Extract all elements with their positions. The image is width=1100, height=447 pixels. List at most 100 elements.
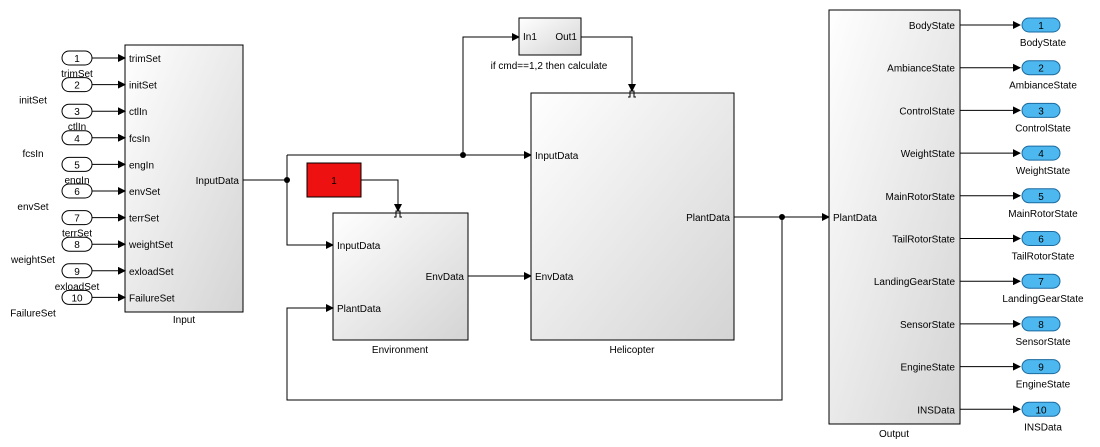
outport-number: 10: [1035, 405, 1047, 416]
output-port-label: SensorState: [900, 320, 955, 331]
input-port-label: weightSet: [128, 240, 173, 251]
input-port-label: trimSet: [129, 54, 161, 65]
outport-number: 6: [1038, 235, 1044, 246]
inport-exloadSet[interactable]: 9 exloadSet: [55, 263, 126, 293]
inport-name: fcsIn: [22, 149, 43, 160]
inport-engIn[interactable]: 5 engIn: [61, 156, 126, 186]
helicopter-input-envdata: EnvData: [535, 272, 574, 283]
inport-number: 4: [74, 134, 80, 145]
constant-block[interactable]: 1: [306, 162, 362, 198]
inport-name: initSet: [19, 96, 47, 107]
helicopter-label: Helicopter: [609, 345, 655, 356]
input-port-label: terrSet: [129, 214, 159, 225]
outport-name: MainRotorState: [1008, 209, 1078, 220]
inport-number: 3: [74, 107, 80, 118]
inport-number: 2: [74, 81, 80, 92]
inport-number: 1: [74, 54, 80, 65]
inport-name: exloadSet: [55, 282, 100, 293]
outport-name: ControlState: [1015, 123, 1071, 134]
input-subsystem[interactable]: Input InputData: [124, 44, 244, 326]
outport-name: TailRotorState: [1012, 252, 1075, 263]
inport-fcsIn[interactable]: 4 fcsIn: [22, 130, 126, 160]
output-port-label: ControlState: [899, 106, 955, 117]
input-port-label: exloadSet: [129, 267, 174, 278]
input-port-label: fcsIn: [129, 134, 150, 145]
if-block-out-label: Out1: [555, 32, 577, 43]
environment-label: Environment: [372, 345, 428, 356]
inport-number: 7: [74, 214, 80, 225]
environment-subsystem[interactable]: InputData PlantData EnvData Environment: [332, 210, 469, 356]
inport-number: 9: [74, 267, 80, 278]
inport-weightSet[interactable]: 8 weightSet: [10, 236, 126, 266]
inport-number: 8: [74, 240, 80, 251]
inport-name: ctlIn: [68, 122, 86, 133]
output-subsystem[interactable]: PlantData Output: [828, 9, 961, 440]
inport-trimSet[interactable]: 1 trimSet: [61, 50, 126, 80]
outport-number: 1: [1038, 21, 1044, 32]
inport-initSet[interactable]: 2 initSet: [19, 77, 126, 107]
output-port-label: MainRotorState: [886, 192, 956, 203]
inport-terrSet[interactable]: 7 terrSet: [61, 210, 126, 240]
inport-number: 5: [74, 160, 80, 171]
environment-input-inputdata: InputData: [337, 241, 381, 252]
input-port-label: initSet: [129, 81, 157, 92]
inport-envSet[interactable]: 6 envSet: [17, 183, 126, 213]
inport-number: 6: [74, 187, 80, 198]
outport-number: 4: [1038, 149, 1044, 160]
output-port-label: AmbianceState: [887, 64, 955, 75]
inport-name: weightSet: [10, 255, 55, 266]
outport-name: WeightState: [1016, 166, 1071, 177]
inport-ctlIn[interactable]: 3 ctlIn: [61, 103, 126, 133]
inport-name: engIn: [64, 175, 89, 186]
output-port-label: WeightState: [901, 149, 956, 160]
outport-name: AmbianceState: [1009, 81, 1077, 92]
outport-name: SensorState: [1015, 337, 1070, 348]
helicopter-input-inputdata: InputData: [535, 151, 579, 162]
inport-number: 10: [71, 293, 83, 304]
input-subsystem-label: Input: [173, 315, 195, 326]
input-port-label: ctlIn: [129, 107, 147, 118]
output-port-label: INSData: [917, 405, 955, 416]
inport-name: terrSet: [62, 229, 92, 240]
trigger-icon: [394, 210, 402, 218]
output-port-label: LandingGearState: [874, 277, 956, 288]
environment-output-envdata: EnvData: [426, 272, 465, 283]
if-block[interactable]: In1 Out1 if cmd==1,2 then calculate: [491, 17, 608, 72]
if-block-caption: if cmd==1,2 then calculate: [491, 61, 608, 72]
if-block-in-label: In1: [523, 32, 537, 43]
outport-name: LandingGearState: [1002, 294, 1084, 305]
output-input-plantdata: PlantData: [833, 213, 877, 224]
outport-number: 3: [1038, 106, 1044, 117]
inport-name: trimSet: [61, 69, 93, 80]
output-port-label: TailRotorState: [892, 235, 955, 246]
constant-value: 1: [331, 176, 337, 187]
output-port-label: EngineState: [901, 363, 956, 374]
outport-name: BodyState: [1020, 38, 1067, 49]
input-port-label: envSet: [129, 187, 160, 198]
output-port-label: BodyState: [909, 21, 956, 32]
input-port-label: engIn: [129, 160, 154, 171]
helicopter-output-plantdata: PlantData: [686, 213, 730, 224]
outport-number: 9: [1038, 363, 1044, 374]
outport-name: INSData: [1024, 422, 1062, 433]
outport-number: 2: [1038, 64, 1044, 75]
environment-input-plantdata: PlantData: [337, 304, 381, 315]
input-subsystem-output-label: InputData: [196, 176, 240, 187]
outport-name: EngineState: [1016, 380, 1071, 391]
outport-number: 7: [1038, 277, 1044, 288]
outport-number: 5: [1038, 192, 1044, 203]
helicopter-subsystem[interactable]: InputData EnvData PlantData Helicopter: [530, 90, 735, 356]
inport-name: envSet: [17, 202, 48, 213]
